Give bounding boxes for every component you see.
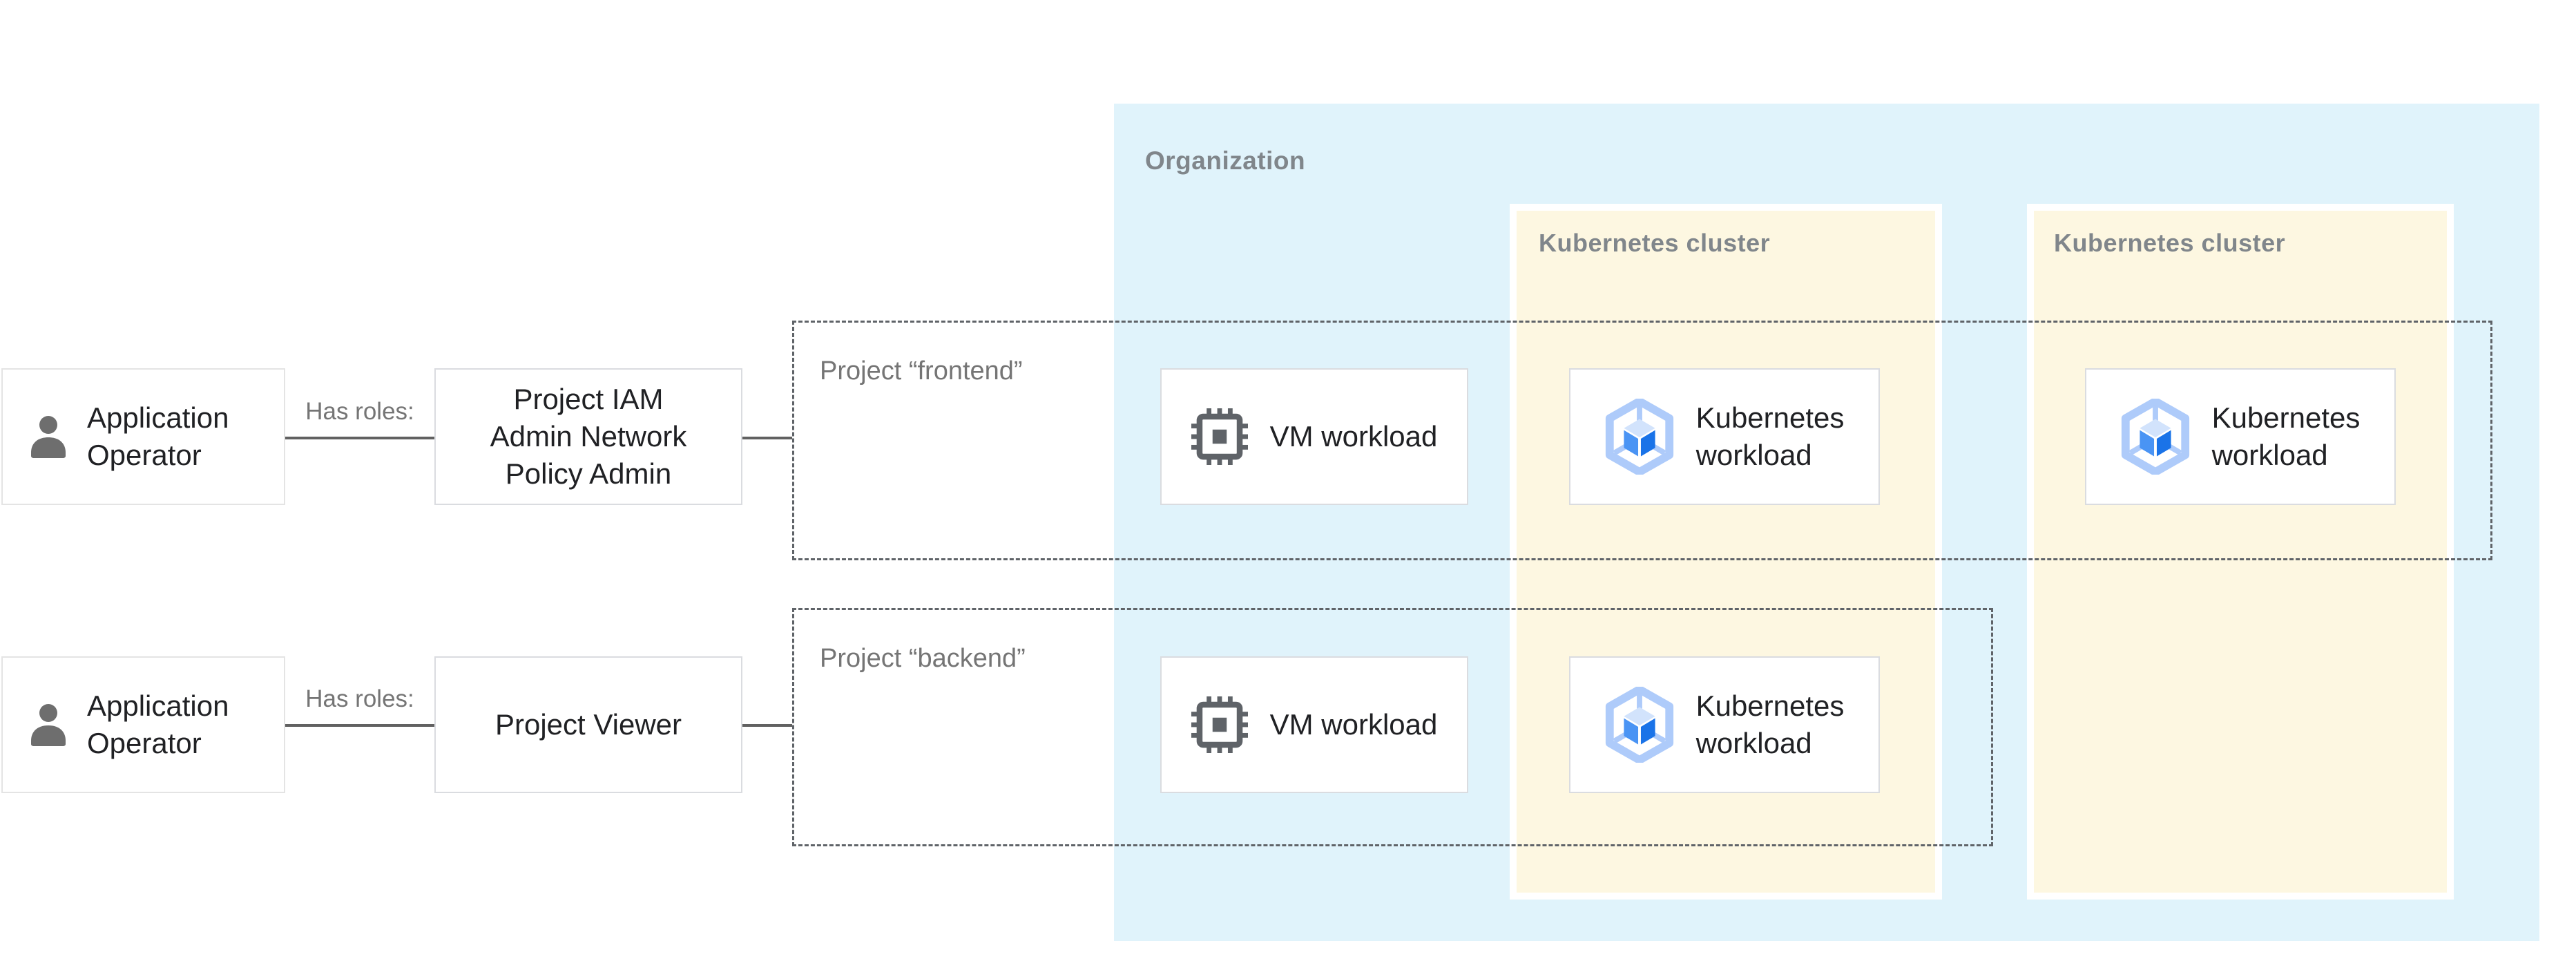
cpu-chip-icon bbox=[1191, 408, 1248, 465]
kubernetes-workload-label: Kubernetes workload bbox=[1696, 399, 1845, 474]
actor-label: Application Operator bbox=[87, 687, 229, 762]
connector-actor-role-2 bbox=[285, 724, 434, 727]
kubernetes-workload-label: Kubernetes workload bbox=[1696, 687, 1845, 762]
actor-label-line2: Operator bbox=[87, 439, 202, 471]
connector-actor-role-1 bbox=[285, 437, 434, 439]
actor-card-backend: Application Operator bbox=[1, 656, 285, 793]
role-card-iam-admin: Project IAM Admin Network Policy Admin bbox=[434, 368, 742, 505]
actor-card-frontend: Application Operator bbox=[1, 368, 285, 505]
person-icon bbox=[31, 704, 66, 746]
vm-workload-label: VM workload bbox=[1269, 708, 1438, 741]
vm-workload-label: VM workload bbox=[1269, 420, 1438, 453]
kubernetes-workload-card-backend-cluster1: Kubernetes workload bbox=[1569, 656, 1880, 793]
gke-hexagon-icon bbox=[2121, 399, 2190, 475]
organization-label: Organization bbox=[1145, 146, 1306, 175]
project-backend-label: Project “backend” bbox=[820, 644, 1026, 673]
actor-label-line2: Operator bbox=[87, 727, 202, 759]
role-label-line3: Policy Admin bbox=[505, 457, 672, 490]
project-frontend-boundary bbox=[792, 321, 2492, 560]
kubernetes-cluster-panel-2 bbox=[2027, 204, 2454, 900]
kubernetes-workload-label-line1: Kubernetes bbox=[1695, 690, 1845, 722]
kubernetes-workload-label-line1: Kubernetes bbox=[1695, 401, 1845, 434]
gke-hexagon-icon bbox=[1605, 687, 1674, 763]
project-frontend-label: Project “frontend” bbox=[820, 356, 1023, 386]
kubernetes-workload-label-line2: workload bbox=[1695, 439, 1812, 471]
connector-role-project-1 bbox=[742, 437, 792, 439]
kubernetes-workload-label-line2: workload bbox=[2211, 439, 2328, 471]
role-label: Project Viewer bbox=[494, 708, 682, 741]
cpu-chip-icon bbox=[1191, 696, 1248, 753]
vm-workload-card-backend: VM workload bbox=[1160, 656, 1468, 793]
kubernetes-workload-label-line2: workload bbox=[1695, 727, 1812, 759]
gke-hexagon-icon bbox=[1605, 399, 1674, 475]
actor-label: Application Operator bbox=[87, 399, 229, 474]
kubernetes-workload-label-line1: Kubernetes bbox=[2211, 401, 2361, 434]
kubernetes-cluster-label-2: Kubernetes cluster bbox=[2054, 229, 2286, 257]
actor-label-line1: Application bbox=[87, 401, 229, 434]
kubernetes-workload-card-frontend-cluster2: Kubernetes workload bbox=[2085, 368, 2396, 505]
person-icon bbox=[31, 416, 66, 458]
has-roles-label-1: Has roles: bbox=[305, 398, 414, 425]
connector-role-project-2 bbox=[742, 724, 792, 727]
kubernetes-workload-card-frontend-cluster1: Kubernetes workload bbox=[1569, 368, 1880, 505]
kubernetes-workload-label: Kubernetes workload bbox=[2212, 399, 2361, 474]
kubernetes-cluster-label-1: Kubernetes cluster bbox=[1539, 229, 1771, 257]
role-label-line2: Admin Network bbox=[490, 420, 687, 453]
vm-workload-card-frontend: VM workload bbox=[1160, 368, 1468, 505]
role-card-project-viewer: Project Viewer bbox=[434, 656, 742, 793]
role-label-line1: Project IAM bbox=[513, 383, 664, 415]
role-label: Project IAM Admin Network Policy Admin bbox=[490, 381, 687, 493]
project-backend-boundary bbox=[792, 608, 1993, 846]
has-roles-label-2: Has roles: bbox=[305, 685, 414, 712]
actor-label-line1: Application bbox=[87, 690, 229, 722]
